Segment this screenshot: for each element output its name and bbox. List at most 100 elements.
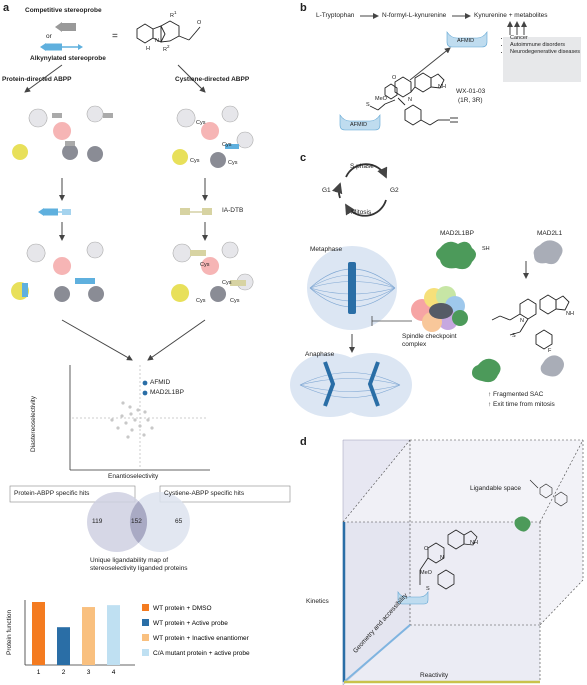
protein-function-axis-label: Protein function: [6, 609, 13, 655]
meo-label-b: MeO: [375, 96, 387, 102]
h-label: H: [146, 46, 150, 52]
afmid-protein-top: [446, 31, 488, 48]
metaphase-cell: [307, 246, 397, 330]
g1-label: G1: [322, 187, 331, 194]
mad2l1bp-point-label: MAD2L1BP: [150, 389, 184, 396]
competitive-probe-icon: [55, 22, 76, 32]
o-label-b: O: [392, 75, 397, 81]
alkynylated-probe-label: Alkynylated stereoprobe: [30, 55, 106, 62]
afmid-point-label: AFMID: [150, 379, 171, 386]
reactivity-label: Reactivity: [420, 672, 449, 679]
disease-neuro: Neurodegenerative diseases: [510, 49, 582, 56]
stereo-label: (1R, 3R): [458, 97, 483, 104]
protein-abpp-label: Protein-directed ABPP: [2, 76, 72, 83]
bar-tick-4: 4: [112, 669, 116, 676]
ligandable-space-label: Ligandable space: [470, 485, 521, 492]
mad2l1bp-point: [142, 390, 148, 396]
s-label-b: S: [366, 102, 370, 108]
sh-label: SH: [482, 246, 490, 252]
cys-label-2: Cys: [222, 142, 232, 148]
legend-label-2: WT protein + Active probe: [153, 620, 228, 627]
geometry-axis: [343, 624, 411, 683]
mad2l1-label: MAD2L1: [537, 230, 563, 237]
spindle-checkpoint-complex: [411, 286, 468, 332]
venn-caption: Unique ligandability map of stereoselect…: [90, 557, 188, 572]
cys-label-1: Cys: [196, 120, 206, 126]
tryptophan-label: L-Tryptophan: [316, 12, 355, 19]
protein-row-1-left: [12, 105, 113, 162]
legend-label-3: WT protein + Inactive enantiomer: [153, 635, 250, 642]
or-label: or: [46, 33, 52, 40]
spindle-complex-label: Spindle checkpoint complex: [402, 333, 457, 348]
nh-label-b: NH: [438, 84, 446, 90]
panel-c: [290, 163, 570, 417]
bar-1: [32, 602, 45, 665]
panel-b-label: b: [300, 2, 307, 14]
cube-structure: [419, 529, 478, 590]
ia-dtb-label: IA-DTB: [222, 207, 244, 214]
cube-structure-2: [529, 479, 568, 507]
r2-label: R2: [163, 44, 170, 53]
s-label-c: S: [512, 333, 516, 339]
afmid-bottom-label: AFMID: [350, 122, 368, 128]
nh-label-c: NH: [566, 311, 574, 317]
legend-label-1: WT protein + DMSO: [153, 605, 212, 612]
venn-left-count: 119: [92, 518, 103, 525]
s-label-d: S: [426, 586, 430, 592]
bar-2: [57, 627, 70, 665]
cys-label-8: Cys: [230, 298, 240, 304]
protein-hits-label: Protein-ABPP specific hits: [14, 490, 90, 497]
released-mad2l1: [540, 355, 564, 377]
ia-dtb-probe: [180, 208, 212, 215]
stereoprobe-structure: [136, 20, 201, 44]
cys-label-7: Cys: [196, 298, 206, 304]
legend-label-4: C/A mutant protein + active probe: [153, 650, 250, 657]
wx-01-03-structure: [369, 72, 458, 126]
bar-tick-3: 3: [87, 669, 91, 676]
o-label-d: O: [424, 546, 429, 552]
cys-label-3: Cys: [190, 158, 200, 164]
equals-sign: =: [112, 31, 118, 42]
panel-b: [339, 13, 581, 131]
bar-legend: WT protein + DMSO WT protein + Active pro…: [142, 604, 250, 657]
afmid-protein-bottom: [339, 114, 381, 131]
cys-label-6: Cys: [222, 280, 232, 286]
o-label: O: [197, 20, 202, 26]
panel-c-label: c: [300, 152, 307, 164]
bar-tick-1: 1: [37, 669, 41, 676]
competitive-probe-label: Competitive stereoprobe: [25, 7, 102, 14]
disease-box: [503, 37, 581, 82]
cysteine-abpp-label: Cystiene-directed ABPP: [175, 76, 250, 83]
exit-time-label: ↑ Exit time from mitosis: [488, 401, 555, 408]
nh-label-d: NH: [470, 540, 478, 546]
selectivity-scatter: [69, 365, 210, 471]
n-label-d: N: [440, 555, 444, 561]
disease-cancer: Cancer: [510, 35, 582, 42]
fragmented-sac-label: ↑ Fragmented SAC: [488, 391, 544, 398]
panel-d-label: d: [300, 436, 307, 448]
r1-label: R1: [170, 10, 177, 19]
legend-swatch-4: [142, 649, 149, 656]
panel-a-label: a: [3, 2, 10, 14]
disease-autoimmune: Autoimmune disorders: [510, 42, 582, 49]
kynurenine-label: Kynurenine + metabolites: [474, 12, 548, 19]
mad2l1-protein: [533, 240, 563, 265]
click-probe-left: [38, 208, 71, 216]
bar-4: [107, 605, 120, 665]
diastereoselectivity-axis-label: Diastereoselectivity: [30, 396, 37, 452]
bound-mad2l1bp: [472, 358, 501, 383]
compound-name: WX-01-03: [456, 88, 486, 95]
cys-label-5: Cys: [200, 262, 210, 268]
disease-list: Cancer Autoimmune disorders Neurodegener…: [498, 35, 582, 56]
nh-label: N: [155, 38, 159, 44]
mad2l1bp-protein: [436, 241, 476, 270]
kinetics-label: Kinetics: [306, 598, 329, 605]
nfk-label: N-formyl-L-kynurenine: [382, 12, 447, 19]
protein-row-3-right: [171, 241, 254, 302]
venn-right-count: 65: [175, 518, 183, 525]
legend-swatch-3: [142, 634, 149, 641]
